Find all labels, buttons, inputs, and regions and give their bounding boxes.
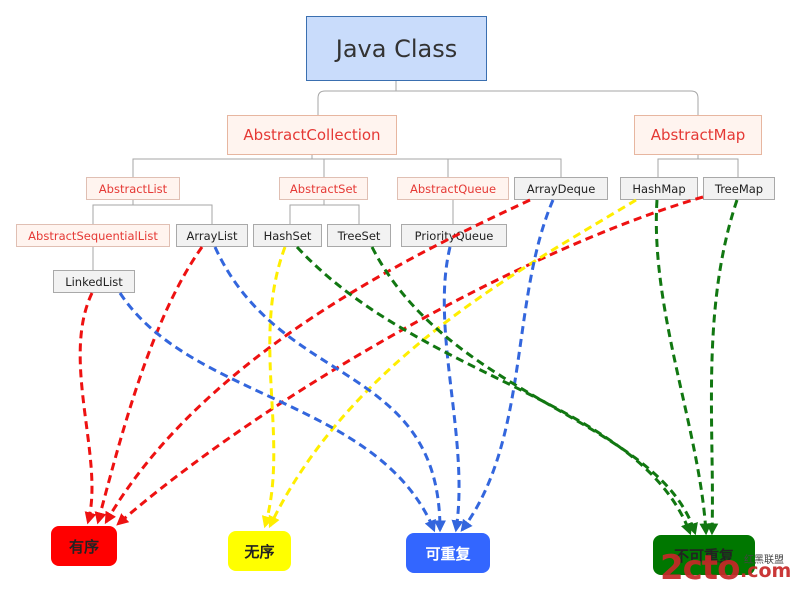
node-tree-set: TreeSet	[327, 224, 391, 247]
category-ordered: 有序	[51, 526, 117, 566]
node-hash-map: HashMap	[620, 177, 698, 200]
node-array-deque: ArrayDeque	[514, 177, 608, 200]
watermark-suffix: .com	[740, 560, 792, 582]
node-abstract-collection: AbstractCollection	[227, 115, 397, 155]
arrow-linkedlist-ordered	[78, 292, 97, 525]
node-abstract-map: AbstractMap	[634, 115, 762, 155]
connector-map-bar	[657, 158, 739, 177]
node-tree-map: TreeMap	[703, 177, 775, 200]
arrow-hashset-nonrepeatable	[295, 245, 693, 536]
arrow-hashmap-nonrepeatable	[654, 199, 712, 536]
arrow-priorityqueue-repeatable	[442, 246, 464, 533]
node-abstract-queue: AbstractQueue	[397, 177, 509, 200]
node-java-class: Java Class	[306, 16, 487, 81]
node-abstract-list: AbstractList	[86, 177, 180, 200]
arrow-treeset-nonrepeatable	[370, 246, 698, 536]
category-non-repeatable: 不可重复	[653, 535, 755, 575]
node-linked-list: LinkedList	[53, 270, 135, 293]
watermark-main: 2cto	[660, 548, 740, 588]
node-array-list: ArrayList	[176, 224, 248, 247]
category-unordered: 无序	[228, 531, 291, 571]
arrow-hashset-unordered	[261, 246, 287, 529]
connector-collection-bar	[132, 158, 562, 177]
node-hash-set: HashSet	[253, 224, 322, 247]
connector-set-bar	[289, 204, 360, 224]
connector-root-bar	[317, 90, 699, 115]
watermark-logo: 2cto 红黑联盟 .com	[660, 540, 792, 588]
node-abstract-set: AbstractSet	[279, 177, 368, 200]
arrow-treemap-nonrepeatable	[706, 199, 739, 536]
arrow-hashmap-unordered	[268, 198, 637, 529]
connector-list-bar	[92, 204, 213, 224]
arrow-arraydeque-ordered	[104, 198, 531, 525]
node-abstract-sequential-list: AbstractSequentialList	[16, 224, 170, 247]
arrow-arraylist-repeatable	[213, 246, 446, 533]
watermark-subtitle: 红黑联盟	[744, 555, 784, 566]
arrow-arraydeque-repeatable	[460, 199, 555, 532]
arrow-arraylist-ordered	[94, 246, 204, 525]
arrow-treemap-ordered	[116, 195, 704, 526]
arrow-linkedlist-repeatable	[118, 292, 436, 533]
category-repeatable: 可重复	[406, 533, 490, 573]
